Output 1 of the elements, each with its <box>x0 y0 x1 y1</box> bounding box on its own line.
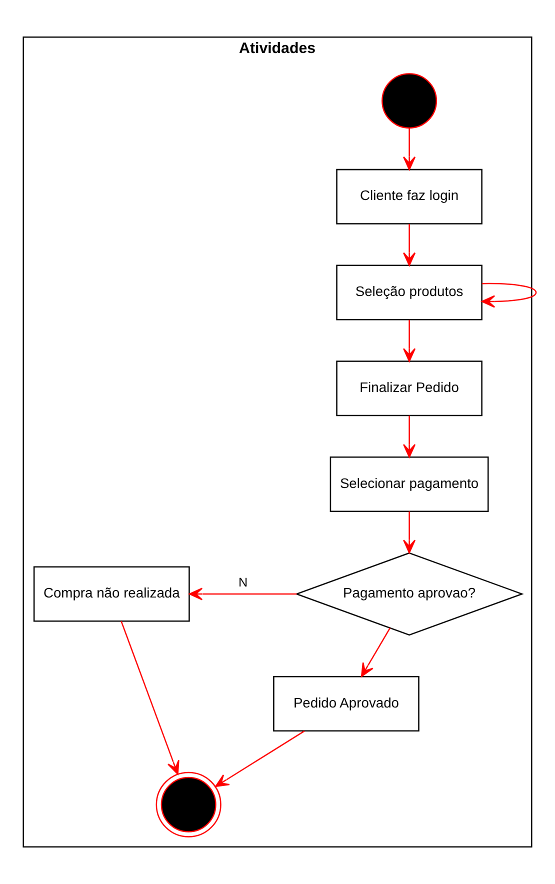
edge-label: N <box>238 575 248 590</box>
